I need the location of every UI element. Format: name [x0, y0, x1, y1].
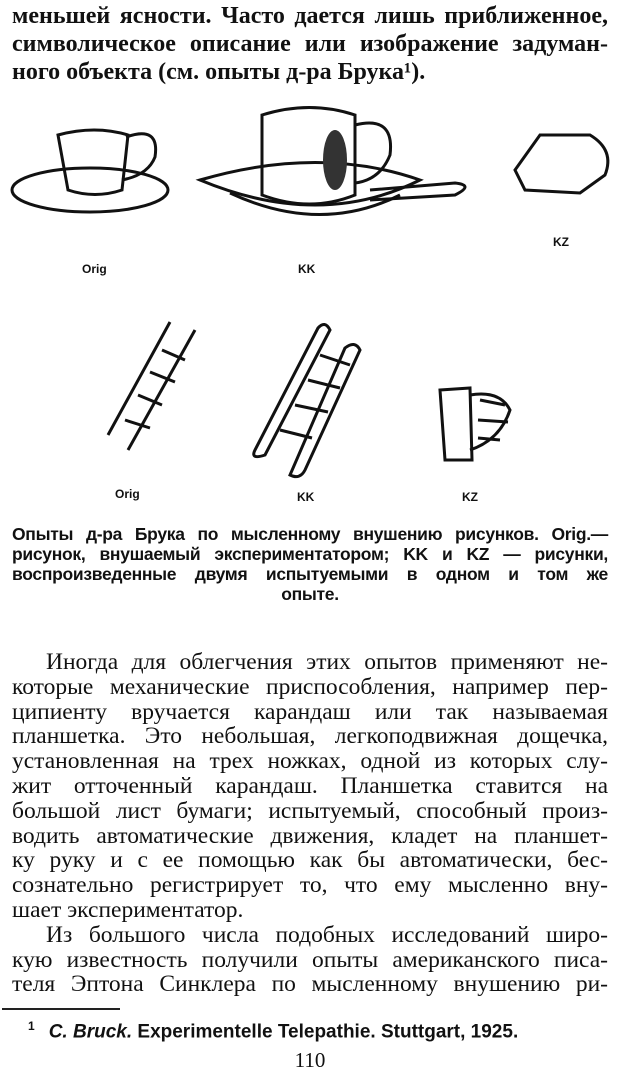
- text-line: установленная на трех ножках, одной из к…: [12, 748, 608, 775]
- top-paragraph: меньшей ясности. Часто дается лишь прибл…: [12, 2, 608, 86]
- label-kz: KZ: [553, 235, 569, 249]
- text-line: теля Эптона Синклера по мысленному внуше…: [12, 971, 608, 998]
- text-line: ку руку и с ее помощью как бы автоматиче…: [12, 847, 608, 874]
- text-line: которые механические приспособления, нап…: [12, 673, 608, 700]
- text-line: сознательно регистрирует то, что ему мыс…: [12, 872, 608, 899]
- footnote-mark: 1: [28, 1019, 35, 1033]
- caption-line: Опыты д-ра Брука по мысленному внушению …: [12, 524, 608, 544]
- text-line: шает экспериментатор.: [12, 896, 244, 923]
- footnote-text: Experimentelle Telepathie. Stuttgart, 19…: [137, 1021, 519, 1043]
- footnote-author: C. Bruck.: [48, 1021, 133, 1043]
- text-line: символическое описание или изображение з…: [12, 31, 608, 57]
- cup-kk-drawing: [195, 106, 467, 216]
- text-line: меньшей ясности. Часто дается лишь прибл…: [12, 3, 608, 29]
- footnote: 1 C. Bruck. Experimentelle Telepathie. St…: [28, 1015, 518, 1043]
- footnote-divider: [2, 1008, 120, 1010]
- cup-kz-drawing: [513, 133, 610, 195]
- text-line: Из большого числа подобных исследований …: [46, 921, 608, 948]
- caption-line: опыте.: [281, 584, 339, 604]
- text-line: жит отточенный карандаш. Планшетка стави…: [12, 772, 608, 799]
- ladder-orig-drawing: [106, 321, 197, 451]
- label-orig: Orig: [82, 262, 107, 276]
- body-text: Иногда для облегчения этих опытов примен…: [12, 650, 608, 997]
- text-line: водить автоматические движения, кладет н…: [12, 822, 608, 849]
- text-line: Иногда для облегчения этих опытов примен…: [46, 649, 608, 675]
- label-kk: KK: [297, 490, 315, 504]
- ladder-kz-drawing: [438, 386, 512, 462]
- ladder-kk-drawing: [252, 323, 362, 479]
- text-line: ного объекта (см. опыты д-ра Брука¹).: [12, 59, 426, 85]
- caption-line: рисунок, внушаемый экспериментатором; KK…: [12, 544, 608, 564]
- label-kk: KK: [298, 262, 316, 276]
- figure-caption: Опыты д-ра Брука по мысленному внушению …: [12, 524, 608, 604]
- text-line: кую известность получили опыты американс…: [12, 946, 608, 973]
- figure-cups: [10, 106, 610, 216]
- text-line: большой лист бумаги; испытуемый, способн…: [12, 797, 608, 824]
- label-orig: Orig: [115, 487, 140, 501]
- cup-orig-drawing: [10, 128, 170, 214]
- page-number: 110: [294, 1048, 326, 1072]
- figure-ladders: [106, 321, 512, 479]
- caption-line: воспроизведенные двумя испытуемыми в одн…: [12, 564, 608, 584]
- text-line: планшетка. Это небольшая, легкоподвижная…: [12, 723, 608, 750]
- label-kz: KZ: [462, 490, 478, 504]
- text-line: ципиенту вручается карандаш или так назы…: [12, 698, 608, 725]
